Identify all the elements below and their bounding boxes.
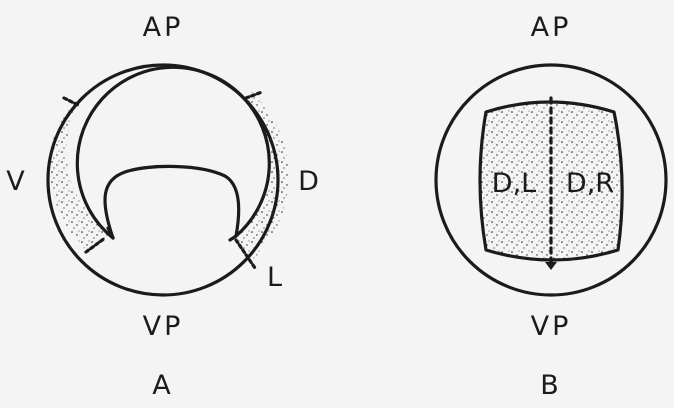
- figure-b-caption: B: [540, 370, 562, 401]
- figure-b-label-dl: D,L: [492, 168, 536, 199]
- figure-b: AP D,L D,R VP B: [436, 12, 666, 401]
- figure-a-label-vp: VP: [143, 311, 184, 342]
- figure-a-label-ap: AP: [143, 12, 184, 43]
- figure-a-inner-dome: [105, 166, 239, 238]
- figure-b-label-ap: AP: [531, 12, 572, 43]
- figure-b-midline-arrowhead: [545, 262, 557, 270]
- figure-a: AP V D L VP A: [6, 12, 322, 401]
- figure-b-label-vp: VP: [531, 311, 572, 342]
- figure-b-label-dr: D,R: [566, 168, 614, 199]
- figure-a-caption: A: [152, 370, 173, 401]
- figure-a-label-d: D: [298, 166, 322, 197]
- figure-a-label-l: L: [267, 262, 285, 293]
- figure-a-label-v: V: [6, 166, 27, 197]
